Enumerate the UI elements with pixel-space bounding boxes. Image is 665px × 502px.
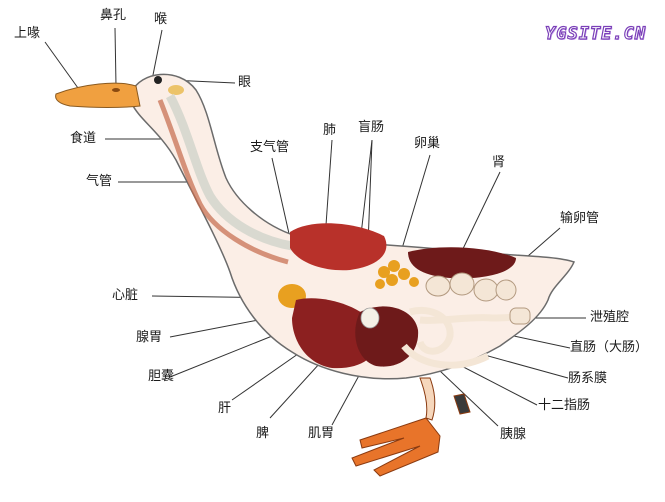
nostril-mark: [112, 88, 120, 92]
beak-shape: [55, 82, 141, 108]
kidney-shape: [408, 247, 516, 279]
oviduct-shape: [425, 272, 517, 302]
label-larynx: 喉: [154, 12, 168, 27]
leg-and-foot: [351, 377, 471, 477]
label-oviduct: 输卵管: [560, 211, 600, 226]
label-eye: 眼: [238, 75, 252, 90]
label-proventriculus: 腺胃: [136, 330, 163, 345]
label-nostril: 鼻孔: [100, 8, 127, 23]
label-upper-beak: 上喙: [14, 26, 41, 41]
label-cloaca: 泄殖腔: [590, 310, 630, 325]
gallbladder-shape: [360, 307, 380, 329]
label-cecum: 盲肠: [358, 120, 385, 135]
cloaca-shape: [509, 307, 531, 325]
ovary-shape: [375, 260, 419, 289]
label-lung: 肺: [323, 123, 337, 138]
label-spleen: 脾: [256, 426, 270, 441]
label-ovary: 卵巢: [414, 136, 441, 151]
label-pancreas: 胰腺: [500, 427, 527, 442]
label-heart: 心脏: [112, 288, 139, 303]
label-mesentery: 肠系膜: [568, 371, 608, 386]
eye-mark: [154, 76, 162, 84]
label-trachea: 气管: [86, 174, 113, 189]
body-outline: [131, 73, 576, 380]
esophagus-shape: [157, 99, 289, 265]
label-duodenum: 十二指肠: [538, 398, 591, 413]
label-gallbladder: 胆囊: [148, 369, 175, 384]
watermark-logo: YGSITE.CN: [544, 23, 647, 44]
label-liver: 肝: [218, 401, 232, 416]
lung-shape: [290, 223, 387, 271]
trachea-shape: [166, 93, 293, 251]
label-kidney: 肾: [492, 155, 506, 170]
label-gizzard: 肌胃: [308, 426, 335, 441]
label-rectum: 直肠（大肠）: [570, 340, 649, 355]
label-esophagus: 食道: [70, 131, 97, 146]
liver-shape: [292, 298, 378, 369]
label-bronchus: 支气管: [250, 140, 290, 155]
larynx-mark: [168, 85, 184, 95]
